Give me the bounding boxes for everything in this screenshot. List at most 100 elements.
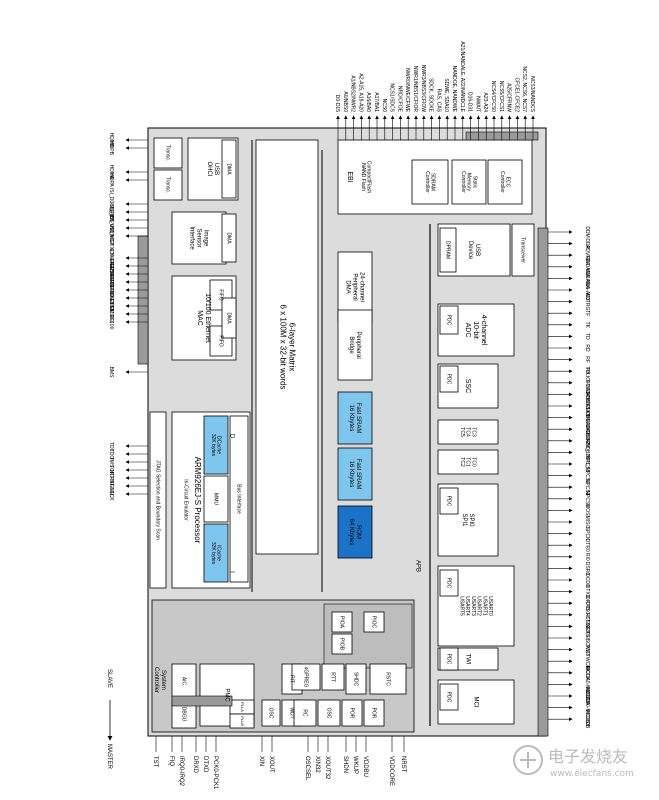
svg-text:MCI: MCI: [472, 697, 478, 708]
svg-text:DSR0: DSR0: [584, 562, 590, 576]
svg-text:6 x 100M x 32-bit words: 6 x 100M x 32-bit words: [278, 305, 287, 390]
dpram-block-label: DPRAM: [445, 241, 451, 259]
svg-text:GNDANA: GNDANA: [584, 256, 590, 278]
signal-right: VDDANA: [584, 268, 590, 290]
pioc-block: [363, 611, 385, 633]
svg-text:SPI0_, SPI1_: SPI0_, SPI1_: [584, 437, 590, 467]
signal-right: MCDB0-MCDB3: [584, 689, 590, 726]
svg-text:16 Kbytes: 16 Kbytes: [348, 405, 354, 432]
signal-bottom: TST: [152, 756, 158, 768]
svg-text:10-bit: 10-bit: [472, 321, 479, 339]
svg-text:WKUP: WKUP: [352, 756, 358, 774]
por2-block-label: POR: [371, 708, 377, 719]
svg-text:RTS0-RTS3: RTS0-RTS3: [584, 613, 590, 640]
pllb-block-label: PLLB: [240, 716, 245, 726]
svg-text:32K bytes: 32K bytes: [210, 434, 216, 457]
svg-text:In-Circuit Emulator: In-Circuit Emulator: [183, 479, 189, 521]
pdc-spi: [439, 487, 459, 515]
signal-left: ERXER-ERXDV: [108, 264, 114, 301]
pdc-ssc: [439, 365, 459, 393]
svg-text:IRQ0-IRQ2: IRQ0-IRQ2: [178, 756, 184, 787]
svg-text:A2-A15, A18-A20: A2-A15, A18-A20: [357, 73, 363, 112]
signal-right: DCD0: [584, 573, 590, 587]
signal-right: RF: [584, 356, 590, 363]
svg-text:USART1: USART1: [481, 596, 487, 616]
signal-left: RTCK: [108, 487, 114, 501]
pdc-usart-label: PDC: [446, 578, 452, 589]
svg-text:Controller: Controller: [424, 171, 430, 193]
signal-right: TIOB0-TIOB2: [584, 426, 590, 457]
signal-left: HDPB: [108, 141, 114, 156]
svg-text:OSC: OSC: [326, 708, 332, 719]
legend-master: MASTER: [106, 744, 112, 770]
signal-top: SDCK, SDCKE: [428, 78, 434, 113]
signal-bottom: FIQ: [168, 756, 174, 766]
pdc-adc: [439, 305, 459, 335]
svg-text:USART3: USART3: [470, 596, 476, 616]
dma-eth-block-label: DMA: [226, 312, 232, 324]
signal-right: NPCS0: [584, 490, 590, 507]
svg-text:EF100: EF100: [108, 315, 114, 330]
signal-top: NWAIT: [474, 96, 480, 112]
gpreg-block: [291, 663, 321, 691]
svg-text:SPI0: SPI0: [468, 513, 474, 527]
signal-bottom: XOUT: [268, 756, 274, 773]
matrix-block: [255, 139, 319, 555]
svg-text:VDDBU: VDDBU: [362, 756, 368, 777]
signal-bottom: NRST: [400, 756, 406, 773]
signal-left: TMS: [108, 457, 114, 468]
svg-text:PDC: PDC: [446, 315, 452, 326]
osc-block: [261, 699, 281, 727]
svg-text:ISI_MCK: ISI_MCK: [108, 226, 114, 247]
svg-text:WDT: WDT: [289, 707, 295, 718]
signal-top: NWR1/NBS1/CFIOR: [412, 66, 418, 113]
svg-text:AIC: AIC: [181, 677, 187, 686]
svg-text:ETXEN-ETXER: ETXEN-ETXER: [108, 248, 114, 283]
rom-block: [337, 505, 373, 559]
sdram-ctrl-block: [411, 159, 449, 205]
signal-right: MCDA0-MCDA3: [584, 666, 590, 703]
signal-right: TF: [584, 310, 590, 316]
svg-text:DMA: DMA: [226, 163, 232, 175]
svg-text:XIN: XIN: [258, 756, 264, 766]
svg-text:TIOA3-TIOA5: TIOA3-TIOA5: [584, 379, 590, 410]
svg-text:DTR0: DTR0: [584, 539, 590, 552]
svg-text:PIOC: PIOC: [371, 616, 377, 629]
signal-bottom: DRXD: [192, 756, 198, 774]
fifo1-label: FIFO: [218, 289, 224, 300]
watermark-text: 电子发烧友: [548, 747, 628, 766]
svg-text:FIFO: FIFO: [218, 335, 224, 346]
signal-top: RAS, CAS: [435, 89, 441, 113]
svg-text:DRXD: DRXD: [192, 756, 198, 774]
svg-text:RF: RF: [584, 356, 590, 363]
svg-text:TCLK0-TCLK2: TCLK0-TCLK2: [584, 401, 590, 434]
pdc-spi-label: PDC: [446, 496, 452, 507]
svg-text:RTCK: RTCK: [108, 487, 114, 501]
svg-text:Image: Image: [202, 230, 208, 247]
svg-text:Memory: Memory: [466, 173, 472, 192]
svg-text:XIN32: XIN32: [314, 756, 320, 773]
svg-text:NANDOE, NANDWE: NANDOE, NANDWE: [451, 66, 457, 113]
pdc-adc-label: PDC: [446, 315, 452, 326]
svg-text:MCCDB: MCCDB: [584, 710, 590, 729]
signal-left: ISI_MCK: [108, 226, 114, 247]
shdc-block: [345, 663, 367, 695]
signal-left: ECRS-ECOL: [108, 259, 114, 288]
svg-text:TD: TD: [584, 333, 590, 340]
signal-right: DTXD: [584, 585, 590, 599]
svg-text:DPRAM: DPRAM: [445, 241, 451, 259]
svg-text:Transc.: Transc.: [165, 145, 171, 161]
signal-right: ADVREF: [584, 245, 590, 265]
svg-text:SSC: SSC: [464, 379, 471, 393]
svg-text:Controller: Controller: [153, 667, 159, 693]
signal-right: SCK0-SCK3: [584, 624, 590, 652]
svg-text:DTXD: DTXD: [584, 585, 590, 599]
signal-right: TK: [584, 322, 590, 329]
